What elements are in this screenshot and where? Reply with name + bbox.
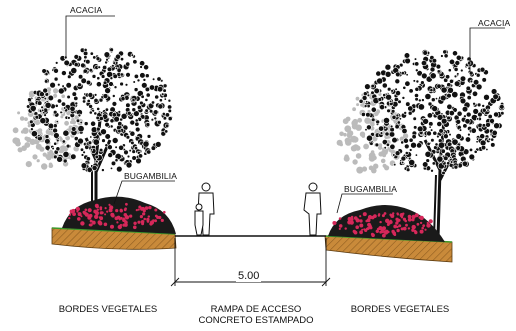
bugambilia-shrub-left bbox=[62, 196, 176, 234]
label-bugambilia-left: BUGAMBILIA bbox=[124, 171, 177, 181]
caption-left: BORDES VEGETALES bbox=[58, 304, 158, 315]
person-child bbox=[194, 203, 204, 236]
bugambilia-shrub-right bbox=[328, 205, 445, 242]
caption-center: RAMPA DE ACCESO CONCRETO ESTAMPADO bbox=[186, 304, 326, 326]
caption-center-line1: RAMPA DE ACCESO bbox=[210, 304, 302, 315]
dimension-line bbox=[170, 238, 331, 287]
acacia-tree-left bbox=[26, 46, 174, 215]
ground-section bbox=[51, 227, 453, 263]
leader-lines bbox=[65, 15, 505, 214]
label-acacia-right: ACACIA bbox=[478, 18, 511, 28]
caption-center-line2: CONCRETO ESTAMPADO bbox=[198, 315, 314, 326]
person-adult-right bbox=[303, 182, 322, 236]
caption-right: BORDES VEGETALES bbox=[350, 304, 450, 315]
label-acacia-left: ACACIA bbox=[70, 5, 103, 15]
acacia-tree-right bbox=[358, 49, 506, 239]
dimension-value: 5.00 bbox=[236, 270, 262, 282]
label-bugambilia-right: BUGAMBILIA bbox=[344, 184, 397, 194]
